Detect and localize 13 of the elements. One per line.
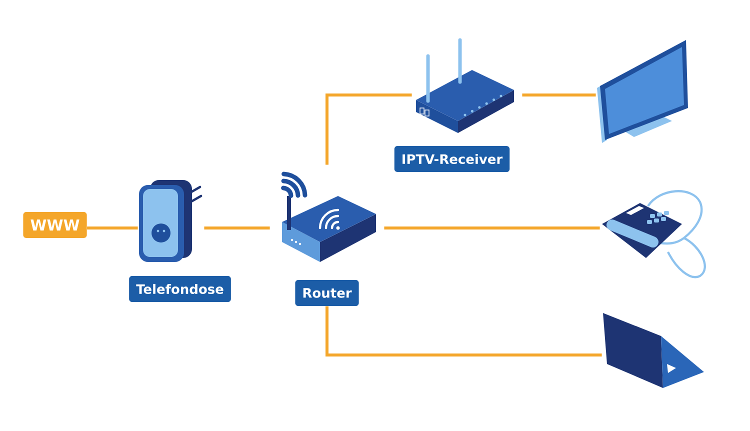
label-tag: IPTV-Receiver [394, 146, 510, 172]
connection-line [384, 226, 600, 230]
connection-line [326, 306, 602, 356]
desk-phone-picture [602, 190, 706, 278]
label-tag: Telefondose [129, 276, 231, 302]
label-tag: Router [295, 280, 359, 306]
connection-line [204, 226, 270, 230]
laptop-picture [603, 313, 704, 388]
connection-line [522, 94, 596, 96]
monitor-picture [597, 40, 688, 143]
connection-line [87, 226, 138, 230]
label-tag: WWW [23, 212, 87, 238]
connection-line [326, 94, 412, 165]
